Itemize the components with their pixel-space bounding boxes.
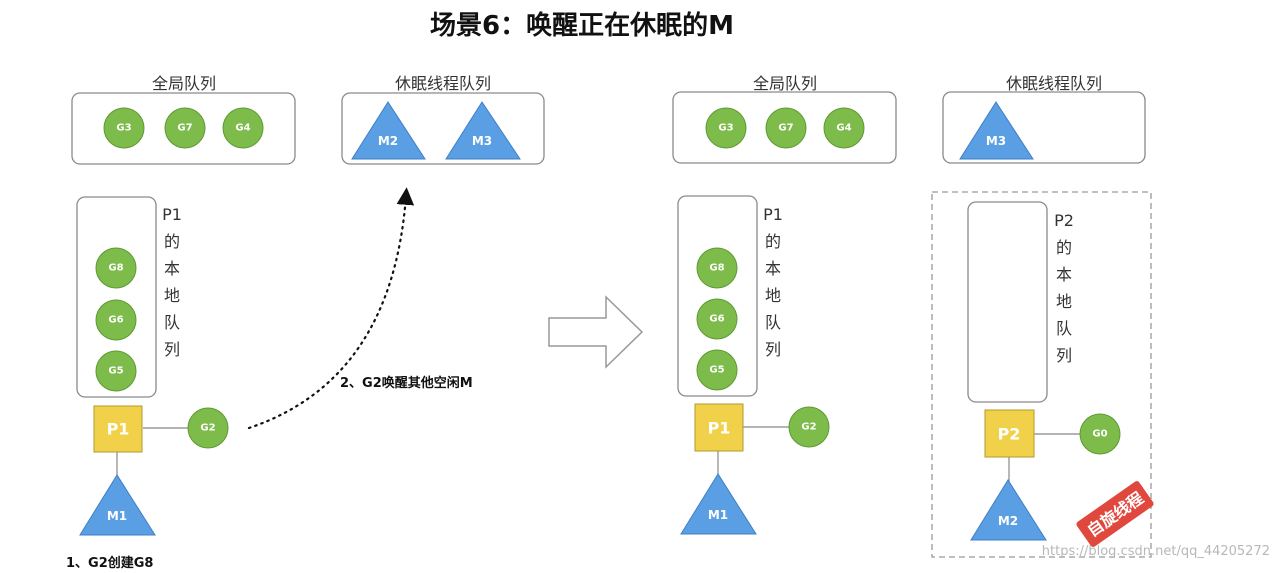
left-global-g4: G4 [222,107,264,149]
diagram-title: 场景6：唤醒正在休眠的M [430,10,734,41]
right-p1-local-g8: G8 [696,247,738,289]
spinning-thread-region [931,191,1152,558]
left-sleep-m3: M3 [445,101,521,160]
right-p1-local-label-2: 的 [765,232,781,251]
svg-text:G7: G7 [177,123,192,134]
left-local-g5: G5 [95,350,137,392]
left-global-g3: G3 [103,107,145,149]
svg-text:G7: G7 [778,123,793,134]
p2-running-g0: G0 [1079,413,1121,455]
left-sleep-queue-title: 休眠线程队列 [395,74,491,93]
svg-text:M1: M1 [107,509,127,523]
left-running-g2: G2 [187,407,229,449]
left-local-g6: G6 [95,299,137,341]
svg-text:P2: P2 [998,425,1021,444]
p2-local-label-3: 本 [1056,265,1072,284]
transition-arrow [548,295,644,369]
svg-text:M3: M3 [986,134,1006,148]
spin-thread-stamp: 自旋线程 [1076,481,1154,547]
left-local-label-6: 列 [164,340,180,359]
svg-text:G5: G5 [108,366,123,377]
right-p1-local-label-6: 列 [765,340,781,359]
p2-processor: P2 [984,409,1035,458]
right-global-queue-title: 全局队列 [753,74,817,93]
left-m1-machine: M1 [79,474,156,536]
svg-text:G3: G3 [116,123,131,134]
right-p1-local-g6: G6 [696,298,738,340]
right-m1-machine: M1 [680,473,757,535]
svg-text:G2: G2 [200,423,215,434]
svg-text:M1: M1 [708,508,728,522]
right-p1-processor: P1 [694,403,744,452]
left-local-label-5: 队 [164,313,180,332]
right-sleep-m3: M3 [959,101,1034,160]
note-create: 1、G2创建G8 [66,555,153,569]
right-p1-local-g5: G5 [696,349,738,391]
svg-text:M2: M2 [998,514,1018,528]
left-local-label-3: 本 [164,259,180,278]
right-sleep-queue-title: 休眠线程队列 [1006,74,1102,93]
p2-local-label-1: P2 [1054,211,1074,230]
svg-text:G4: G4 [235,123,250,134]
left-local-label-2: 的 [164,232,180,251]
svg-text:G2: G2 [801,422,816,433]
svg-text:G3: G3 [718,123,733,134]
right-global-g4: G4 [823,107,865,149]
svg-text:G6: G6 [108,315,123,326]
left-sleep-m2: M2 [351,101,426,160]
p2-local-label-6: 列 [1056,346,1072,365]
right-p1-local-label-4: 地 [765,286,781,305]
svg-text:G8: G8 [108,263,123,274]
svg-text:M3: M3 [472,134,492,148]
svg-text:G8: G8 [709,263,724,274]
svg-text:M2: M2 [378,134,398,148]
right-running-g2: G2 [788,406,830,448]
right-global-g3: G3 [705,107,747,149]
p2-local-label-4: 地 [1056,292,1072,311]
watermark: https://blog.csdn.net/qq_44205272 [1042,544,1270,559]
wake-arrow [247,187,415,430]
p2-local-label-2: 的 [1056,238,1072,257]
right-global-g7: G7 [765,107,807,149]
p2-local-label-5: 队 [1056,319,1072,338]
right-p1-local-label-5: 队 [765,313,781,332]
m2-machine: M2 [970,479,1047,541]
left-local-g8: G8 [95,247,137,289]
right-p1-local-queue-box [677,195,758,397]
left-local-label-1: P1 [162,205,182,224]
left-local-queue-box [76,196,157,398]
svg-text:P1: P1 [107,420,130,439]
left-global-g7: G7 [164,107,206,149]
svg-text:P1: P1 [708,419,731,438]
svg-text:G0: G0 [1092,429,1107,440]
left-global-queue-title: 全局队列 [152,74,216,93]
svg-text:G5: G5 [709,365,724,376]
svg-text:G6: G6 [709,314,724,325]
right-p1-local-label-1: P1 [763,205,783,224]
note-wake: 2、G2唤醒其他空闲M [340,375,473,391]
left-p1-processor: P1 [93,405,143,453]
right-p1-local-label-3: 本 [765,259,781,278]
left-local-label-4: 地 [164,286,180,305]
p2-local-queue-box [967,201,1048,403]
svg-text:G4: G4 [836,123,851,134]
